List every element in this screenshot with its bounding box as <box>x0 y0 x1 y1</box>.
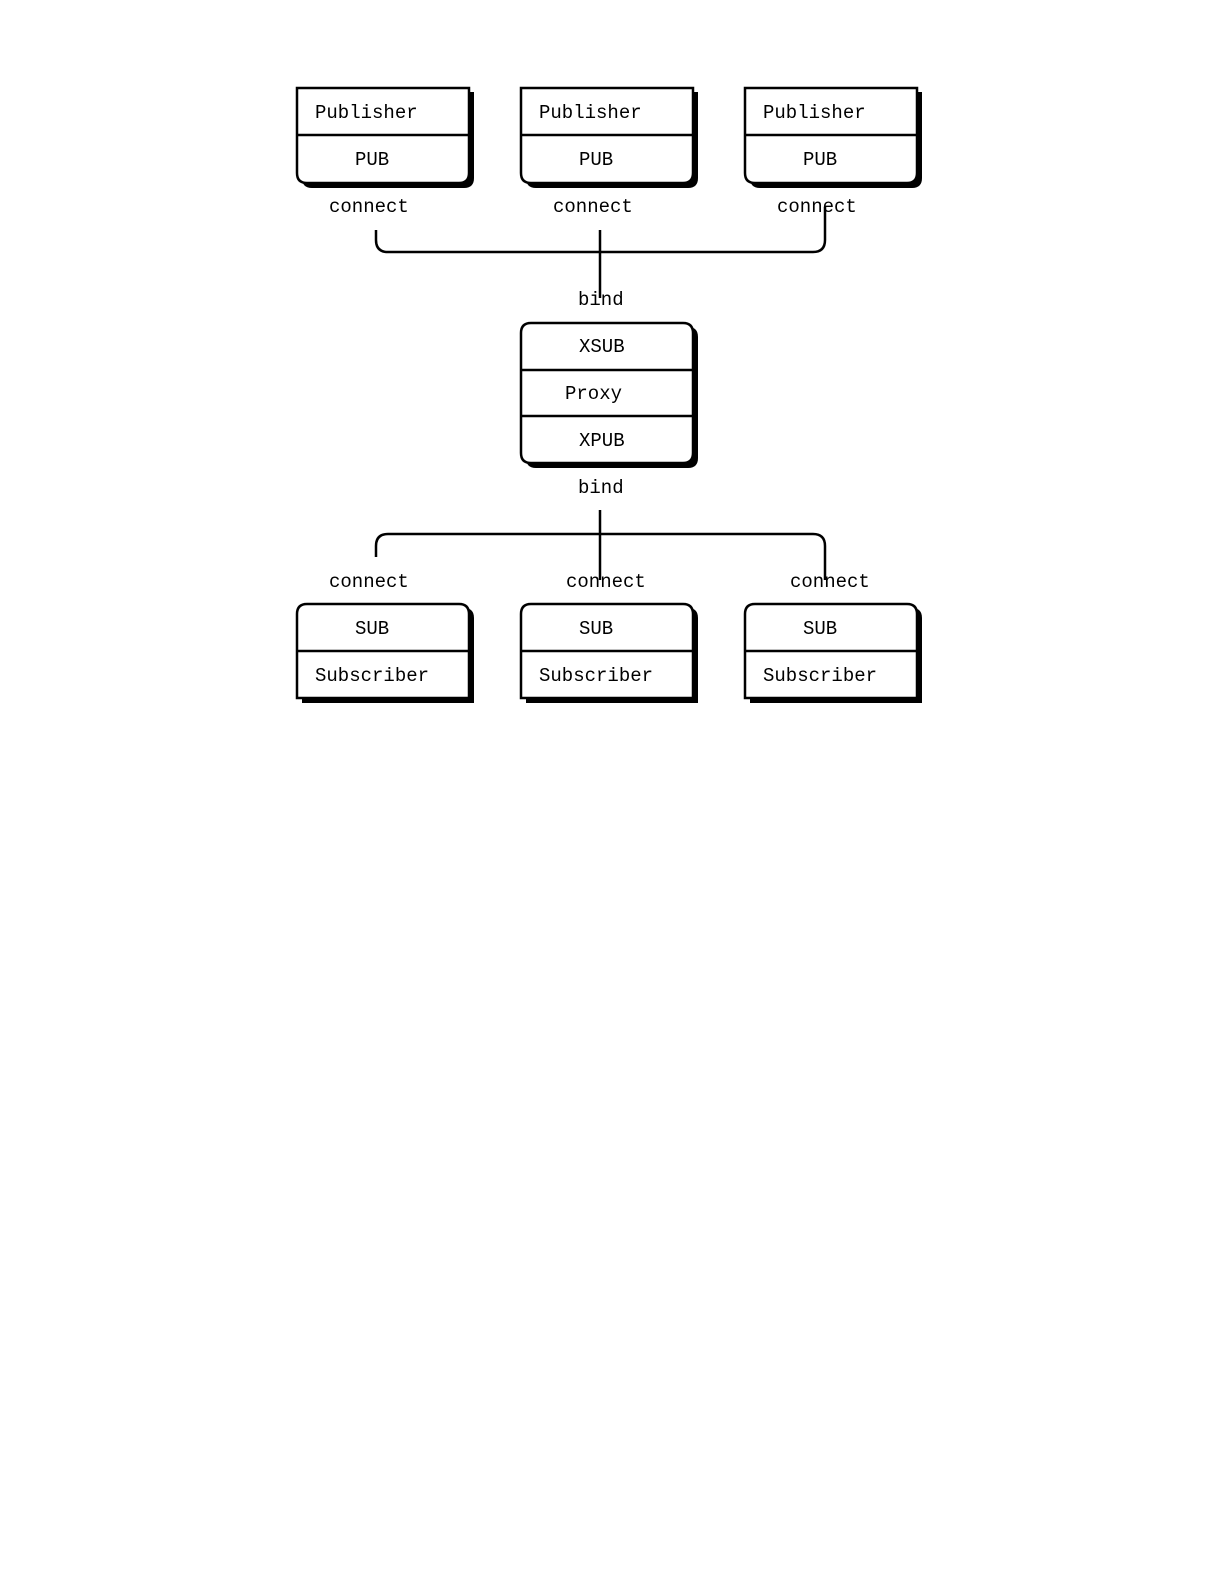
publisher-node-3: Publisher PUB <box>743 86 922 188</box>
subscriber-label: Subscriber <box>539 665 653 687</box>
pub-socket-label: PUB <box>355 149 389 171</box>
publisher-connect-label-1: connect <box>329 196 409 218</box>
publisher-node-2: Publisher PUB <box>519 86 698 188</box>
subscriber-connect-label-2: connect <box>566 571 646 593</box>
backend-bind-label: bind <box>578 477 624 499</box>
pub-socket-label: PUB <box>579 149 613 171</box>
subscriber-connect-label-3: connect <box>790 571 870 593</box>
subscriber-node-3: SUB Subscriber <box>743 602 922 703</box>
publisher-label: Publisher <box>539 102 642 124</box>
frontend-bind-label: bind <box>578 289 624 311</box>
proxy-node: XSUB Proxy XPUB <box>519 321 698 468</box>
subscriber-connector-bus <box>374 532 827 580</box>
publisher-connect-label-2: connect <box>553 196 633 218</box>
proxy-label: Proxy <box>565 383 622 405</box>
node-box <box>519 321 695 465</box>
publisher-label: Publisher <box>763 102 866 124</box>
publisher-label: Publisher <box>315 102 418 124</box>
subscriber-label: Subscriber <box>315 665 429 687</box>
publisher-connect-label-3: connect <box>777 196 857 218</box>
sub-socket-label: SUB <box>803 618 837 640</box>
subscriber-node-1: SUB Subscriber <box>295 602 474 703</box>
subscriber-label: Subscriber <box>763 665 877 687</box>
pub-socket-label: PUB <box>803 149 837 171</box>
subscriber-node-2: SUB Subscriber <box>519 602 698 703</box>
xpub-socket-label: XPUB <box>579 430 625 452</box>
sub-socket-label: SUB <box>579 618 613 640</box>
publisher-node-1: Publisher PUB <box>295 86 474 188</box>
sub-socket-label: SUB <box>355 618 389 640</box>
xsub-socket-label: XSUB <box>579 336 625 358</box>
subscriber-connect-label-1: connect <box>329 571 409 593</box>
